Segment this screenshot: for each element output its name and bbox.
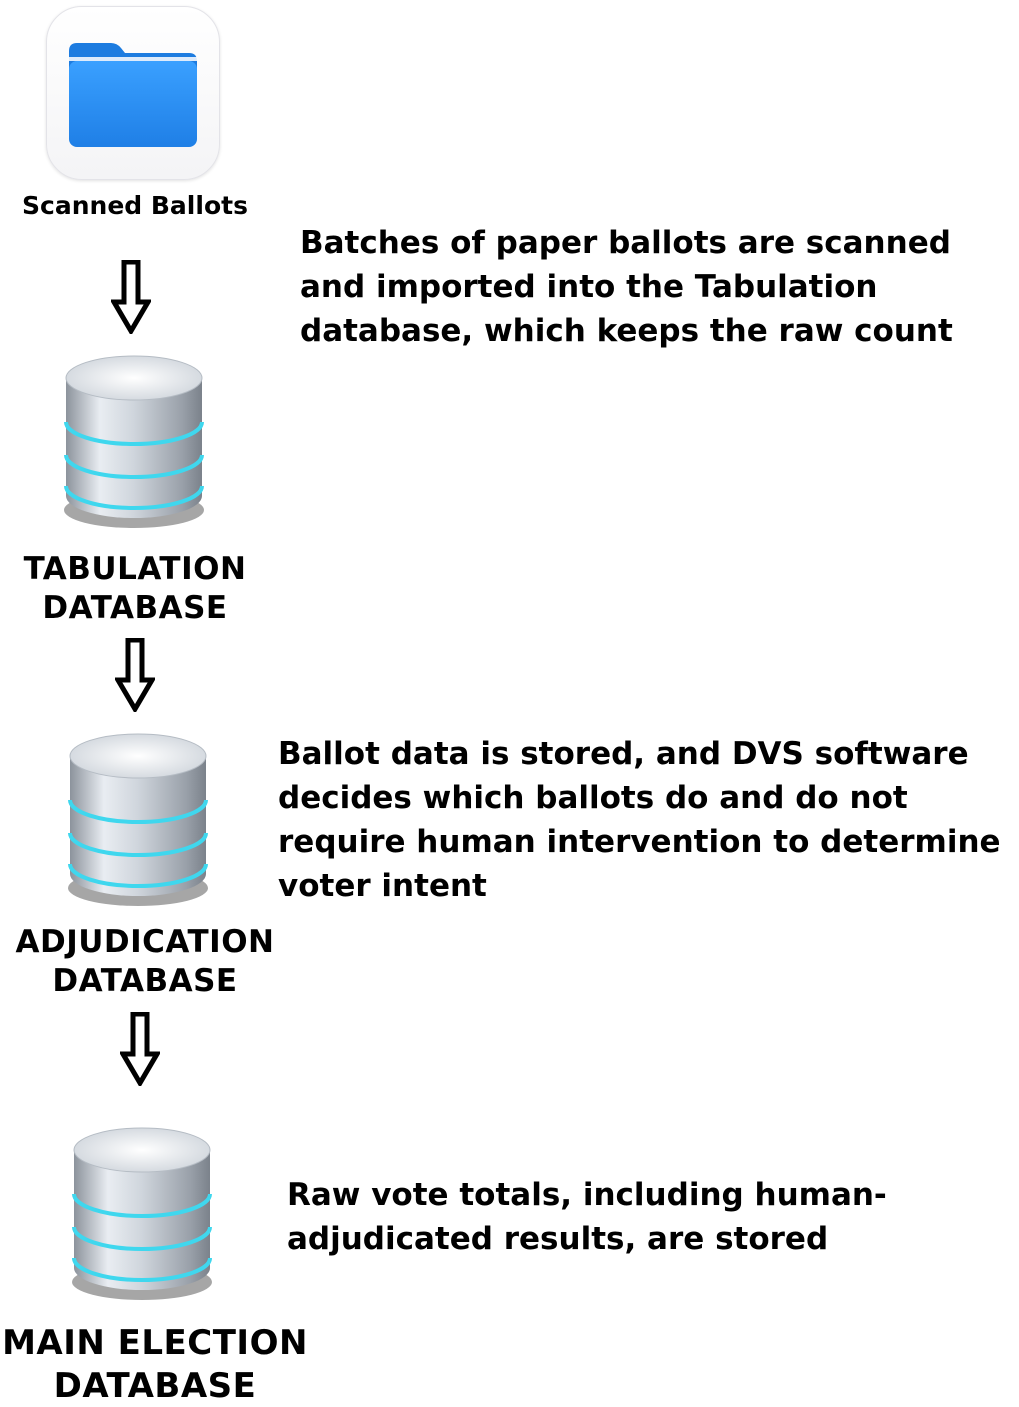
description-line: adjudicated results, are stored <box>287 1217 887 1261</box>
description-line: Batches of paper ballots are scanned <box>300 221 953 265</box>
down-arrow-icon <box>115 638 155 712</box>
label-line: DATABASE <box>0 1365 310 1407</box>
database-icon <box>62 728 214 913</box>
database-icon <box>66 1122 218 1307</box>
label-line: DATABASE <box>0 962 290 1001</box>
description-line: database, which keeps the raw count <box>300 309 953 353</box>
description-line: and imported into the Tabulation <box>300 265 953 309</box>
adjudication-label: ADJUDICATION DATABASE <box>0 923 290 1001</box>
description-line: Ballot data is stored, and DVS software <box>278 732 1001 776</box>
description-line: voter intent <box>278 864 1001 908</box>
description-line: Raw vote totals, including human- <box>287 1173 887 1217</box>
label-line: ADJUDICATION <box>0 923 290 962</box>
tabulation-database-icon <box>58 350 210 535</box>
folder-icon <box>67 43 199 149</box>
tabulation-description: Batches of paper ballots are scanned and… <box>300 221 953 353</box>
down-arrow-icon <box>111 260 151 334</box>
description-line: decides which ballots do and do not <box>278 776 1001 820</box>
adjudication-database-icon <box>62 728 214 913</box>
main-election-description: Raw vote totals, including human- adjudi… <box>287 1173 887 1261</box>
adjudication-description: Ballot data is stored, and DVS software … <box>278 732 1001 908</box>
label-line: MAIN ELECTION <box>0 1322 310 1365</box>
tabulation-label: TABULATION DATABASE <box>0 550 270 628</box>
scanned-ballots-label: Scanned Ballots <box>0 190 270 221</box>
main-election-database-icon <box>66 1122 218 1307</box>
label-line: DATABASE <box>0 589 270 628</box>
database-icon <box>58 350 210 535</box>
main-election-label: MAIN ELECTION DATABASE <box>0 1322 310 1407</box>
folder-app-icon <box>46 6 220 180</box>
description-line: require human intervention to determine <box>278 820 1001 864</box>
down-arrow-icon <box>120 1012 160 1086</box>
label-line: TABULATION <box>0 550 270 589</box>
